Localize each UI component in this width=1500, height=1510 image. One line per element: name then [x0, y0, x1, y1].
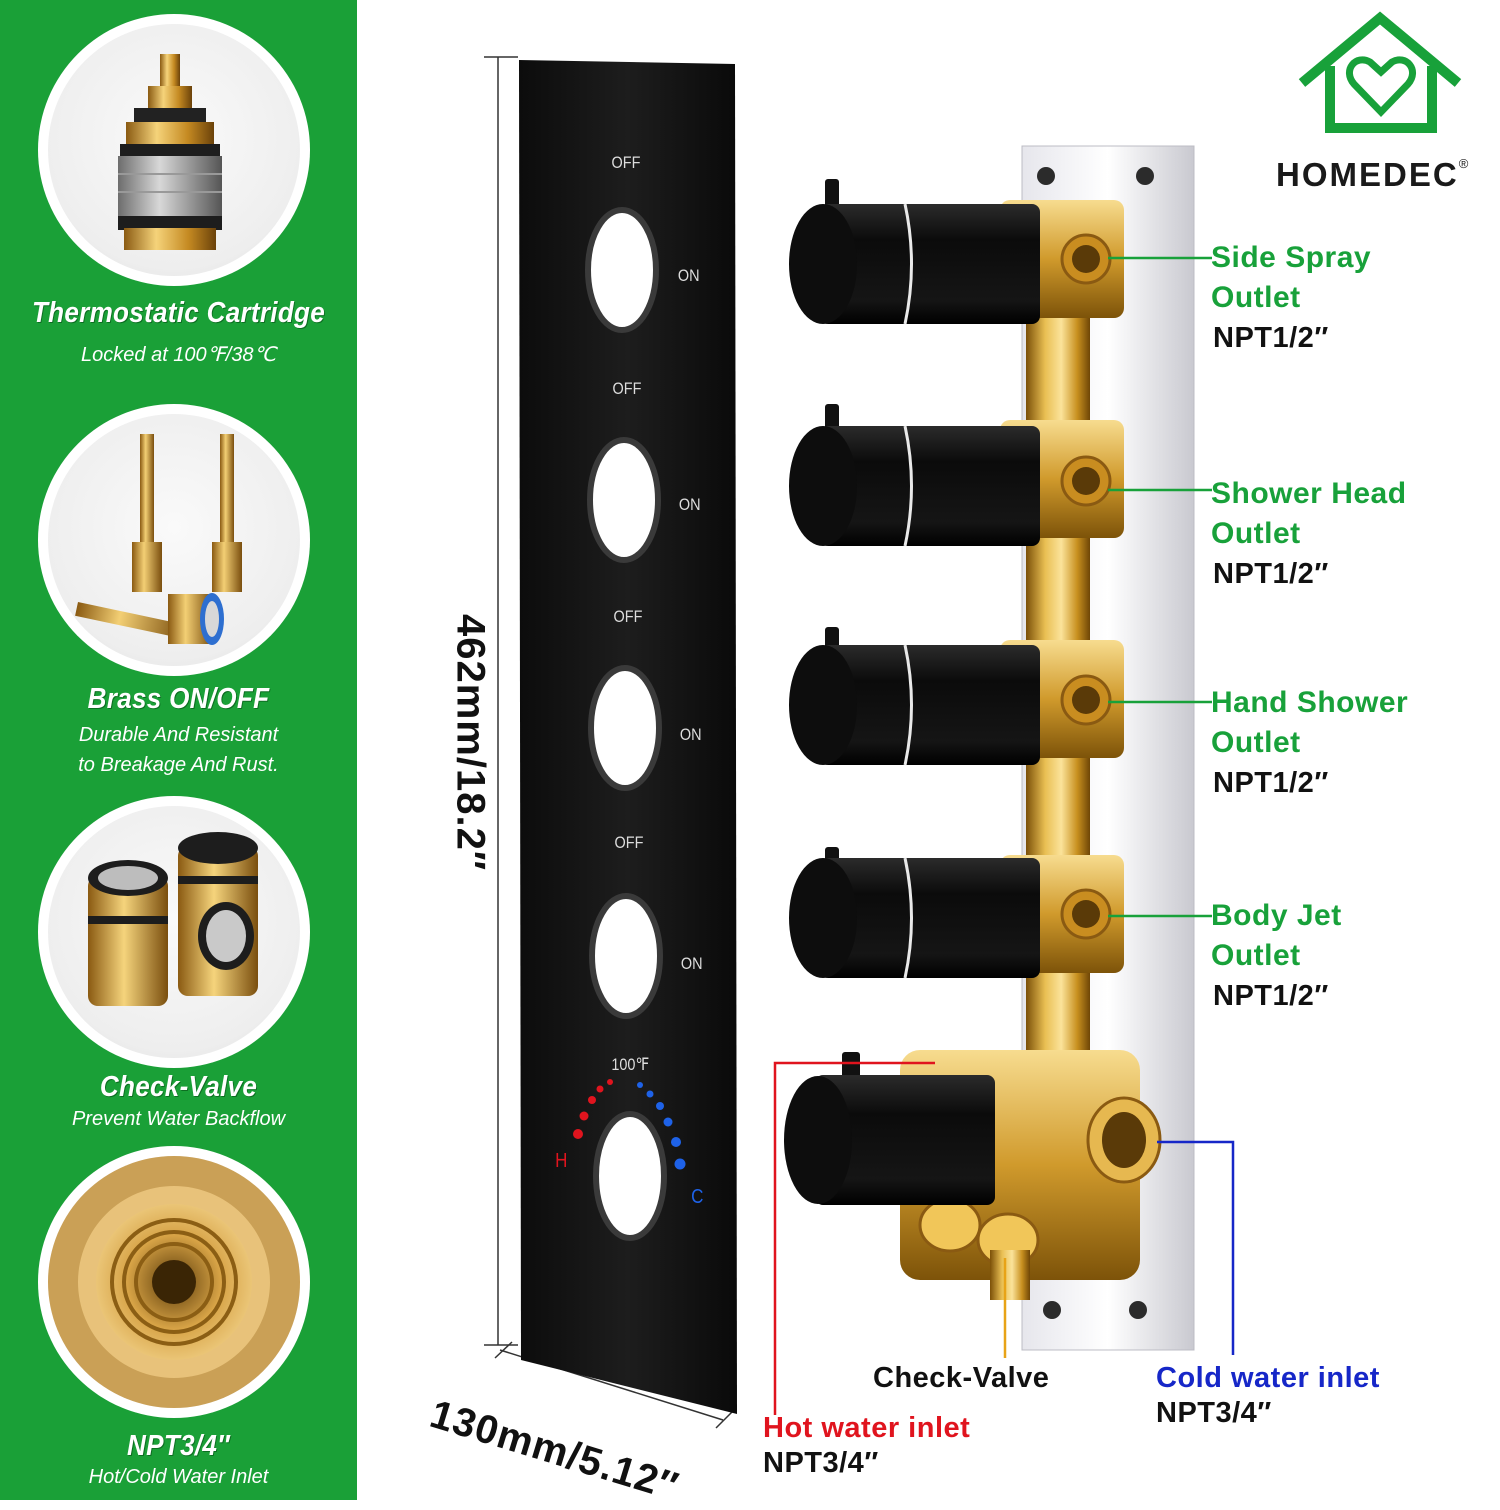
- brand-wordmark: HOMEDEC: [1276, 156, 1459, 193]
- feature-subtitle: Prevent Water Backflow: [71, 1108, 286, 1130]
- feature-subtitle-line-2: to Breakage And Rust.: [78, 754, 279, 776]
- registered-mark: ®: [1458, 156, 1471, 171]
- outlet-label-side-spray: Side Spray Outlet NPT1/2″: [1211, 238, 1371, 355]
- hot-inlet-name: Hot water inlet: [763, 1412, 971, 1444]
- outlet-name-line-1: Side Spray: [1211, 241, 1372, 274]
- brass-valve-icon: [75, 434, 242, 645]
- hot-inlet-label: Hot water inlet NPT3/4″: [763, 1412, 970, 1480]
- outlet-spec: NPT1/2″: [1213, 322, 1329, 354]
- cold-inlet-label: Cold water inlet NPT3/4″: [1156, 1362, 1380, 1430]
- temperature-scale-dots: [573, 1079, 686, 1170]
- feature-subtitle-line-1: Durable And Resistant: [78, 724, 279, 746]
- outlet-spec: NPT1/2″: [1213, 767, 1329, 799]
- feature-npt-inlet: NPT3/4″ Hot/Cold Water Inlet: [0, 0, 357, 1500]
- height-dimension-label: 462mm/18.2″: [448, 614, 493, 871]
- temperature-knob: [784, 1052, 995, 1205]
- cold-inlet-name: Cold water inlet: [1156, 1362, 1380, 1394]
- feature-photo-frame: [38, 14, 310, 286]
- outlet-ports: [1060, 233, 1112, 940]
- switch-2-on-label: ON: [678, 495, 701, 514]
- switch-2-off-label: OFF: [612, 379, 642, 398]
- switch-4-on-label: ON: [680, 954, 703, 973]
- cold-indicator-label: C: [691, 1186, 704, 1208]
- height-dimension-line: [484, 56, 518, 1346]
- outlet-name-line-1: Shower Head: [1211, 477, 1407, 510]
- check-valve-icon: [88, 832, 258, 1006]
- homedec-logo-icon: [1298, 11, 1462, 133]
- outlet-name-line-2: Outlet: [1211, 517, 1301, 550]
- switch-3-on-label: ON: [679, 725, 702, 744]
- threaded-inlet-icon: [48, 1156, 300, 1408]
- outlet-label-body-jet: Body Jet Outlet NPT1/2″: [1211, 896, 1342, 1013]
- outlet-name-line-2: Outlet: [1211, 281, 1301, 314]
- thermostatic-cartridge-icon: [118, 54, 222, 250]
- feature-title: Brass ON/OFF: [87, 683, 270, 715]
- switch-4-off-label: OFF: [614, 833, 644, 852]
- switch-3-off-label: OFF: [613, 607, 643, 626]
- feature-photo-frame: [38, 796, 310, 1068]
- hot-inlet-spec: NPT3/4″: [763, 1447, 879, 1479]
- feature-check-valve: Check-Valve Prevent Water Backflow: [0, 0, 357, 1140]
- outlet-name-line-1: Body Jet: [1211, 899, 1342, 932]
- feature-title: NPT3/4″: [127, 1430, 230, 1462]
- max-temp-label: 100℉: [611, 1055, 650, 1074]
- outlet-name-line-2: Outlet: [1211, 726, 1301, 759]
- brand-name: HOMEDEC®: [1276, 156, 1470, 194]
- feature-thermostatic-cartridge: Thermostatic Cartridge Locked at 100℉/38…: [0, 0, 357, 380]
- cold-inlet-leader: [1157, 1140, 1235, 1355]
- switch-1-off-label: OFF: [611, 153, 641, 172]
- outlet-label-hand-shower: Hand Shower Outlet NPT1/2″: [1211, 683, 1408, 800]
- hot-inlet-leader: [773, 1061, 935, 1415]
- outlet-leader-lines: [1108, 256, 1212, 918]
- feature-subtitle: Hot/Cold Water Inlet: [88, 1466, 269, 1488]
- feature-subtitle: Locked at 100℉/38℃: [81, 344, 276, 366]
- feature-photo-frame: [38, 1146, 310, 1418]
- outlet-label-shower-head: Shower Head Outlet NPT1/2″: [1211, 474, 1407, 591]
- outlet-spec: NPT1/2″: [1213, 558, 1329, 590]
- feature-title: Check-Valve: [99, 1071, 258, 1103]
- plate-switch-holes: [585, 207, 667, 1241]
- outlet-spec: NPT1/2″: [1213, 980, 1329, 1012]
- outlet-name-line-1: Hand Shower: [1211, 686, 1409, 719]
- feature-title: Thermostatic Cartridge: [31, 297, 326, 329]
- check-valve-label: Check-Valve: [873, 1362, 1050, 1394]
- hot-indicator-label: H: [555, 1150, 568, 1172]
- outlet-name-line-2: Outlet: [1211, 939, 1301, 972]
- diverter-knobs: [789, 179, 1040, 979]
- feature-photo-frame: [38, 404, 310, 676]
- rail-mounting-holes: [1037, 167, 1154, 1319]
- cold-inlet-spec: NPT3/4″: [1156, 1397, 1272, 1429]
- feature-brass-on-off: Brass ON/OFF Durable And Resistant to Br…: [0, 0, 357, 790]
- switch-1-on-label: ON: [677, 266, 700, 285]
- feature-sidebar: Thermostatic Cartridge Locked at 100℉/38…: [0, 0, 357, 1500]
